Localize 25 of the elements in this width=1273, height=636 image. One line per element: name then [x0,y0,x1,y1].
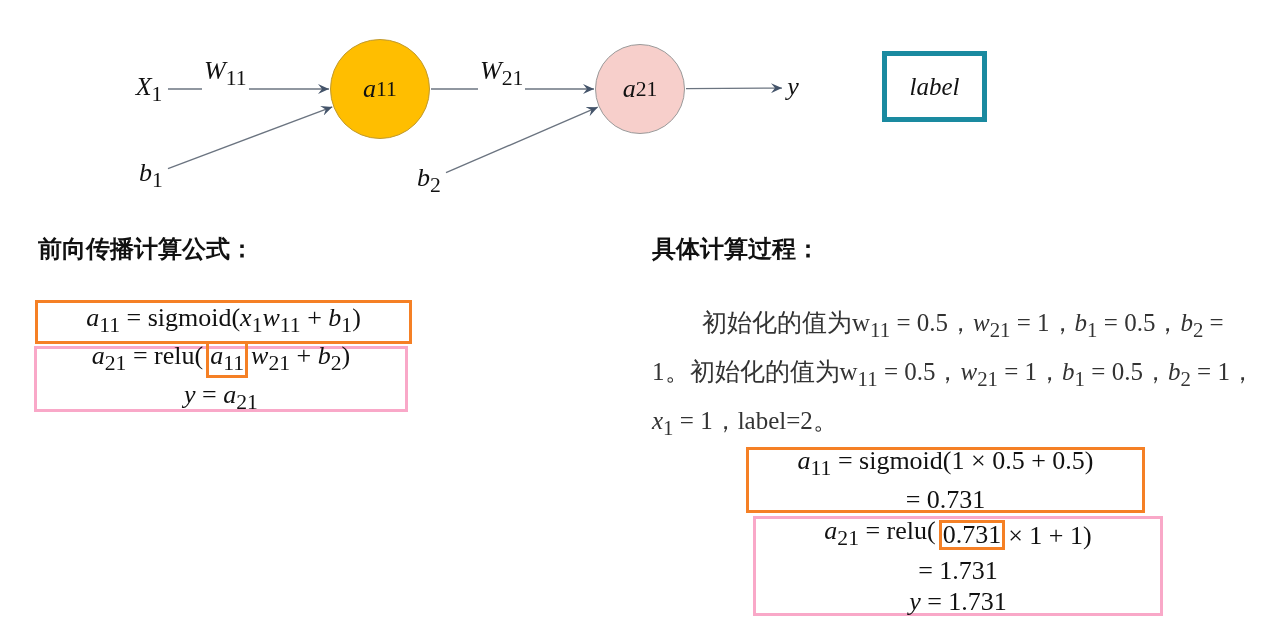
formula-text: a$_{11}$ = sigmoid(x$_{1}$w$_{11}$ + b$_{1}$) [86,302,361,340]
arrow [445,106,599,174]
formula-box [746,447,1145,513]
formula-box [753,516,1163,616]
formula-text: × 1 + 1) [1008,519,1092,551]
variable-label: b$_{1}$ [134,158,168,192]
formula-text: a$_{21}$ = relu( [824,515,936,553]
paragraph: 初始化的值为w$_{11}$ = 0.5，w$_{21}$ = 1，b$_{1}$ = 0.5，b$_{2}$ = 1。初始化的值为w$_{11}$ = 0.5，w$_{21}$ = 1，b$_{1}$ = 0.5，b$_{2}$ = 1，x$_{1}$ = 1，label=2。 [652,308,1256,442]
output-label: y [782,72,804,104]
formula-box [35,300,412,344]
section-heading: 前向传播计算公式： [38,234,255,265]
formula-text: w$_{21}$ + b$_{2}$) [251,339,351,377]
formula-text: = 1.731 [918,554,998,586]
highlight-box: 0.731 [938,520,1006,550]
section-heading: 具体计算过程： [652,234,821,265]
formula-text: a$_{21}$ = relu( [91,339,204,377]
formula-text: y = 1.731 [909,585,1007,617]
formula-text: y = a$_{21}$ [184,379,258,417]
variable-label: b$_{2}$ [412,163,446,197]
arrow [167,106,333,170]
formula-text: = 0.731 [905,484,986,516]
variable-label: X$_{1}$ [130,72,168,106]
formula-text: a$_{11}$ = sigmoid(1 × 0.5 + 0.5) [797,444,1094,483]
label-box: label [882,51,987,122]
arrow [685,83,783,94]
